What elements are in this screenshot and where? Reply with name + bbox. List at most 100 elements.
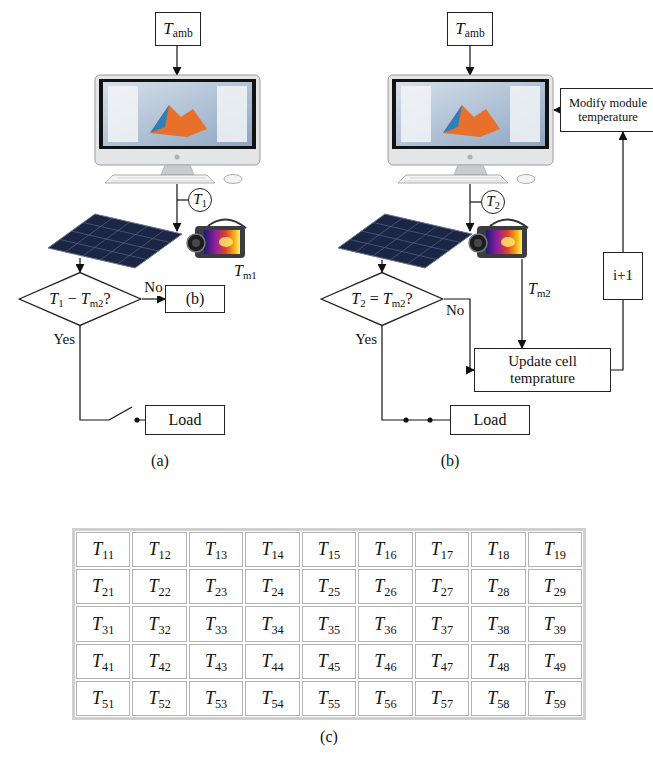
- cell-text: T17: [431, 539, 453, 560]
- cell-temperature-table: T11T12T13T14T15T16T17T18T19T21T22T23T24T…: [72, 528, 586, 720]
- process-box: i+1: [603, 252, 643, 300]
- panel-caption: (c): [320, 728, 338, 746]
- table-cell: T11: [76, 532, 130, 567]
- table-cell: T59: [528, 681, 582, 716]
- decision-diamond: T2 = Tm2?: [320, 272, 444, 326]
- table-cell: T17: [415, 532, 469, 567]
- node-text: Tamb: [163, 19, 192, 39]
- table-cell: T55: [302, 681, 356, 716]
- cell-text: T59: [544, 688, 566, 709]
- node-text: Tamb: [455, 19, 484, 39]
- table-cell: T45: [302, 644, 356, 679]
- cell-text: T31: [92, 614, 114, 635]
- cell-text: T21: [92, 576, 114, 597]
- connector-line: [622, 132, 623, 252]
- edge-label: No: [446, 302, 464, 319]
- cell-text: T12: [149, 539, 171, 560]
- computer-illustration: [388, 75, 553, 184]
- measurement-label: Tm1: [234, 262, 257, 280]
- cell-text: T13: [205, 539, 227, 560]
- table-cell: T19: [528, 532, 582, 567]
- branch-line: [470, 201, 481, 202]
- table-cell: T15: [302, 532, 356, 567]
- flow-connector: [382, 326, 450, 423]
- cell-text: T35: [318, 614, 340, 635]
- switch-contact: [403, 417, 408, 422]
- solar-panel: [338, 214, 472, 268]
- table-cell: T26: [358, 569, 412, 604]
- cell-text: T57: [431, 688, 453, 709]
- cell-text: T32: [149, 614, 171, 635]
- table-cell: T48: [471, 644, 525, 679]
- cell-text: T54: [261, 688, 283, 709]
- cell-text: T18: [487, 539, 509, 560]
- input-arrow: [469, 46, 470, 75]
- table-cell: T35: [302, 606, 356, 641]
- process-box: Tamb: [155, 12, 201, 46]
- camera-arrow: [521, 259, 522, 348]
- measurement-label: Tm2: [528, 280, 551, 298]
- table-cell: T21: [76, 569, 130, 604]
- cell-text: T14: [261, 539, 283, 560]
- cell-text: T24: [261, 576, 283, 597]
- cell-text: T55: [318, 688, 340, 709]
- cell-text: T22: [149, 576, 171, 597]
- cell-text: T27: [431, 576, 453, 597]
- cell-text: T26: [374, 576, 396, 597]
- cell-text: T52: [149, 688, 171, 709]
- flow-connector: [444, 299, 474, 370]
- diamond-shape: [19, 273, 141, 326]
- label-text: (c): [320, 728, 338, 745]
- variable-circle: T1: [188, 188, 212, 212]
- table-cell: T14: [245, 532, 299, 567]
- cell-text: T45: [318, 651, 340, 672]
- process-box: (b): [165, 285, 225, 313]
- cell-text: T16: [374, 539, 396, 560]
- table-cell: T54: [245, 681, 299, 716]
- cell-text: T47: [431, 651, 453, 672]
- table-cell: T34: [245, 606, 299, 641]
- switch-contact: [134, 417, 139, 422]
- thermal-camera: [469, 219, 528, 258]
- connector-line: [80, 326, 145, 420]
- solar-panel: [48, 214, 182, 268]
- node-text: T1 − Tm2?: [49, 290, 110, 308]
- table-cell: T56: [358, 681, 412, 716]
- process-box: Tamb: [447, 12, 493, 46]
- process-box: Load: [145, 405, 225, 435]
- edge-label: Yes: [355, 331, 377, 348]
- cell-text: T51: [92, 688, 114, 709]
- cell-text: T53: [205, 688, 227, 709]
- cell-text: T36: [374, 614, 396, 635]
- edge-label-text: No: [446, 302, 464, 318]
- table-cell: T13: [189, 532, 243, 567]
- cell-text: T49: [544, 651, 566, 672]
- decision-diamond: T1 − Tm2?: [18, 272, 142, 326]
- cell-text: T28: [487, 576, 509, 597]
- table-cell: T18: [471, 532, 525, 567]
- table-cell: T36: [358, 606, 412, 641]
- cell-text: T39: [544, 614, 566, 635]
- cell-text: T38: [487, 614, 509, 635]
- thermal-camera: [187, 219, 246, 258]
- cell-text: T43: [205, 651, 227, 672]
- cell-text: T42: [149, 651, 171, 672]
- cell-text: T46: [374, 651, 396, 672]
- table-cell: T22: [132, 569, 186, 604]
- cell-text: T37: [431, 614, 453, 635]
- signal-line: [469, 184, 470, 231]
- table-cell: T37: [415, 606, 469, 641]
- flow-connector: [611, 300, 623, 370]
- table-cell: T51: [76, 681, 130, 716]
- table-cell: T28: [471, 569, 525, 604]
- label-text: Tm2: [528, 280, 551, 297]
- node-text: Load: [474, 411, 507, 429]
- connector-line: [611, 300, 623, 370]
- node-text: Modify module temperature: [561, 96, 653, 125]
- node-text: i+1: [613, 267, 633, 284]
- table-cell: T25: [302, 569, 356, 604]
- process-box: Update cell temprature: [474, 348, 611, 392]
- cell-text: T19: [544, 539, 566, 560]
- table-cell: T27: [415, 569, 469, 604]
